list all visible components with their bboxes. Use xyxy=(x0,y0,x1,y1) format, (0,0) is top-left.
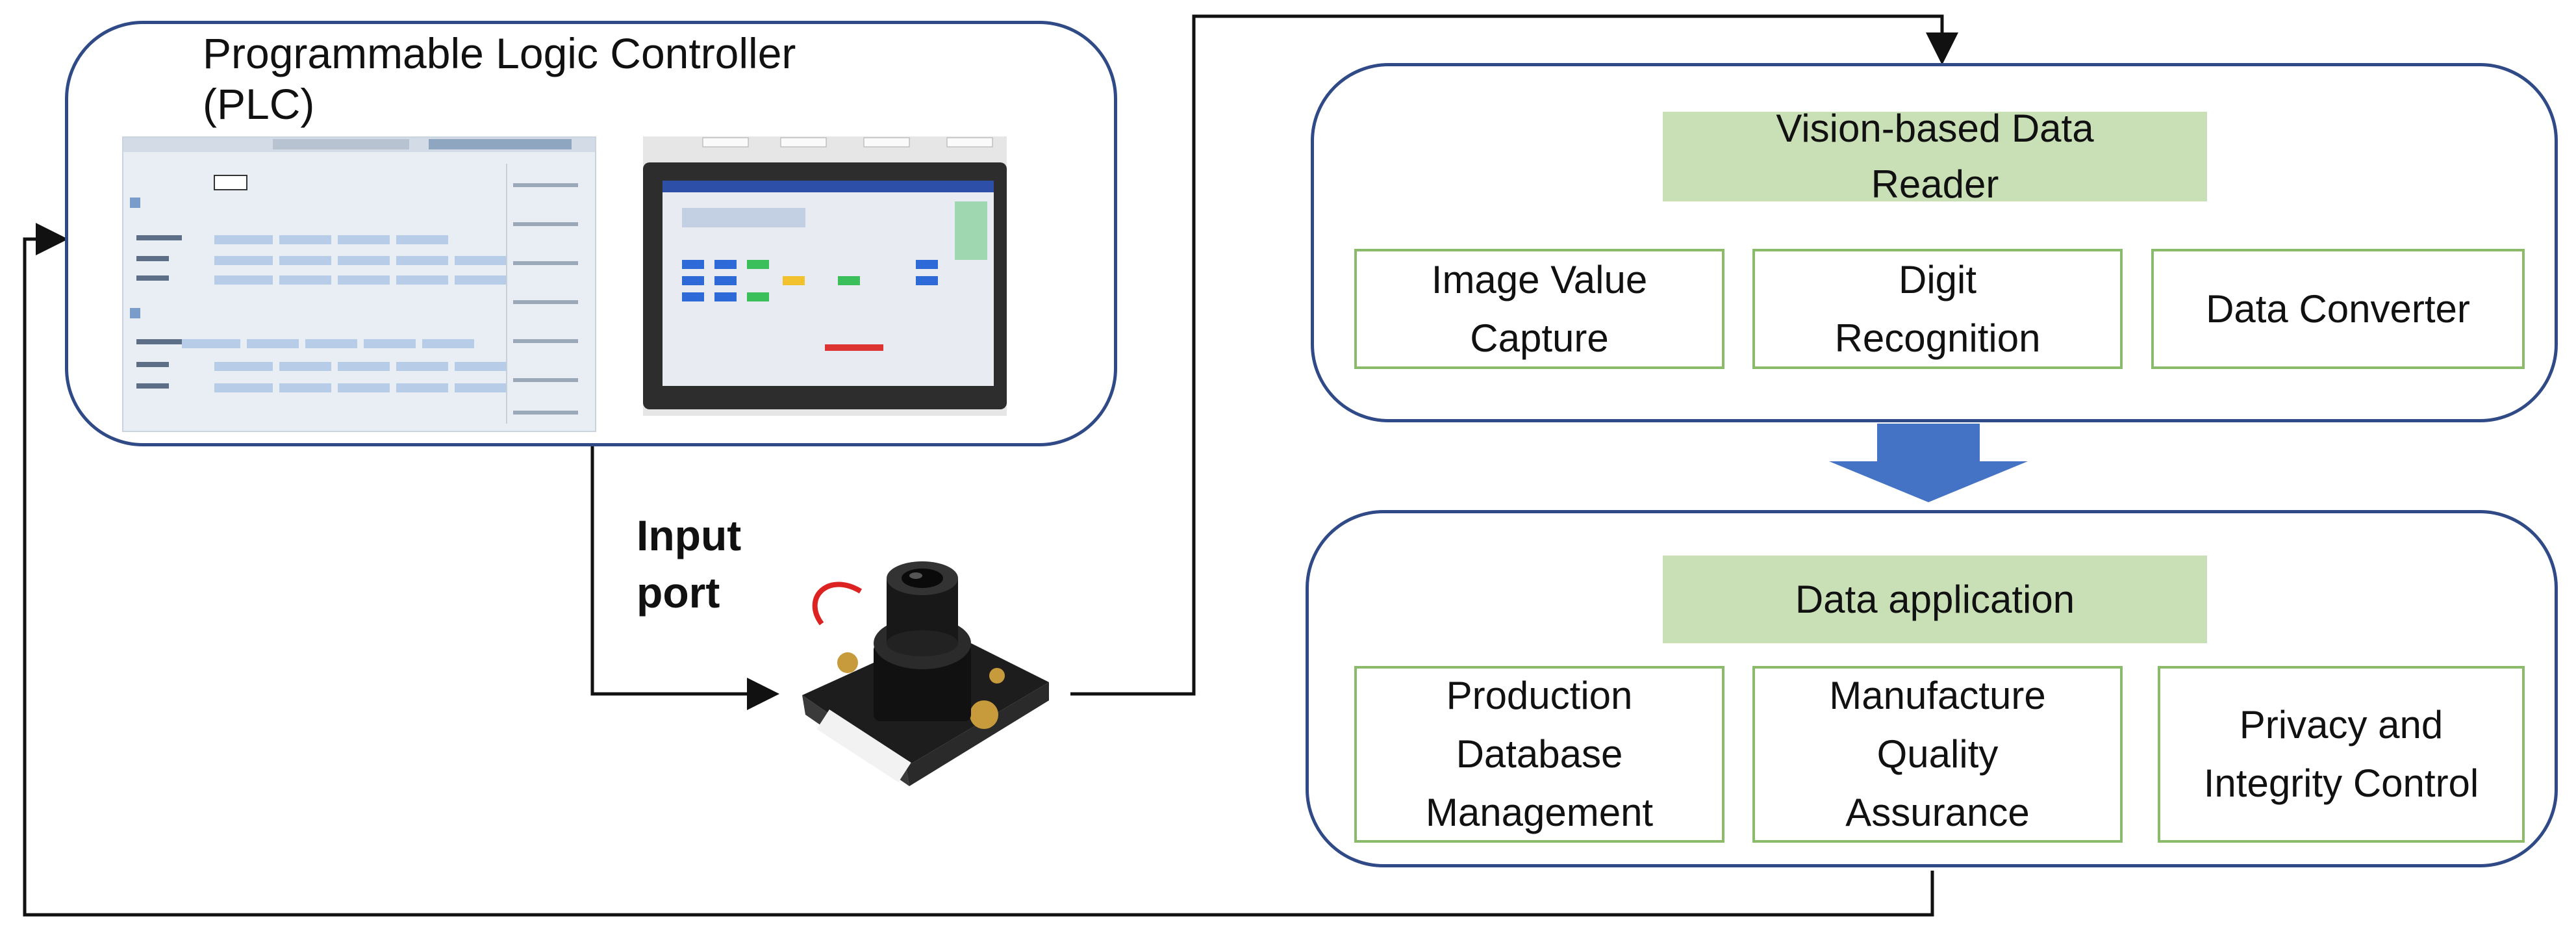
plc-monitor-image xyxy=(643,137,1007,409)
production-database-management-box: Production Database Management xyxy=(1354,666,1724,843)
digit-recognition-line2: Recognition xyxy=(1834,316,2041,360)
vision-reader-header: Vision-based Data Reader xyxy=(1663,107,2207,206)
input-port-label-line2: port xyxy=(637,569,720,617)
feedback-line xyxy=(23,223,1934,917)
plc-title-line2: (PLC) xyxy=(203,80,315,128)
data-application-header: Data application xyxy=(1663,556,2207,643)
camera-to-vision-line xyxy=(1070,14,1958,696)
down-arrow-icon xyxy=(1829,424,2028,502)
manufacture-qa-line1: Manufacture xyxy=(1829,674,2046,717)
plc-to-camera-line xyxy=(590,446,779,710)
privacy-integrity-line2: Integrity Control xyxy=(2203,761,2479,805)
plc-title-line1: Programmable Logic Controller xyxy=(203,29,796,77)
manufacture-qa-line2: Quality xyxy=(1876,732,1999,776)
input-port-label-line1: Input xyxy=(637,511,742,559)
image-value-capture-box: Image Value Capture xyxy=(1354,249,1724,369)
camera-module-photo xyxy=(776,552,1068,838)
vision-reader-header-line2: Reader xyxy=(1871,162,1999,206)
production-db-line2: Database xyxy=(1456,732,1623,776)
plc-hmi-screen-image xyxy=(123,138,595,431)
data-converter-box: Data Converter xyxy=(2151,249,2525,369)
digit-recognition-box: Digit Recognition xyxy=(1752,249,2123,369)
data-converter-label: Data Converter xyxy=(2206,287,2470,331)
image-value-capture-line2: Capture xyxy=(1470,316,1609,360)
vision-reader-header-line1: Vision-based Data xyxy=(1776,107,2094,150)
privacy-integrity-control-box: Privacy and Integrity Control xyxy=(2158,666,2525,843)
production-db-line1: Production xyxy=(1446,674,1633,717)
manufacture-quality-assurance-box: Manufacture Quality Assurance xyxy=(1752,666,2123,843)
privacy-integrity-line1: Privacy and xyxy=(2239,703,2443,747)
image-value-capture-line1: Image Value xyxy=(1431,257,1648,301)
camera-icon xyxy=(802,561,1049,786)
manufacture-qa-line3: Assurance xyxy=(1845,791,2030,834)
digit-recognition-line1: Digit xyxy=(1898,257,1977,301)
production-db-line3: Management xyxy=(1425,791,1654,834)
plc-hmi-screen-photo xyxy=(122,136,596,432)
plc-monitor-photo xyxy=(643,136,1007,416)
